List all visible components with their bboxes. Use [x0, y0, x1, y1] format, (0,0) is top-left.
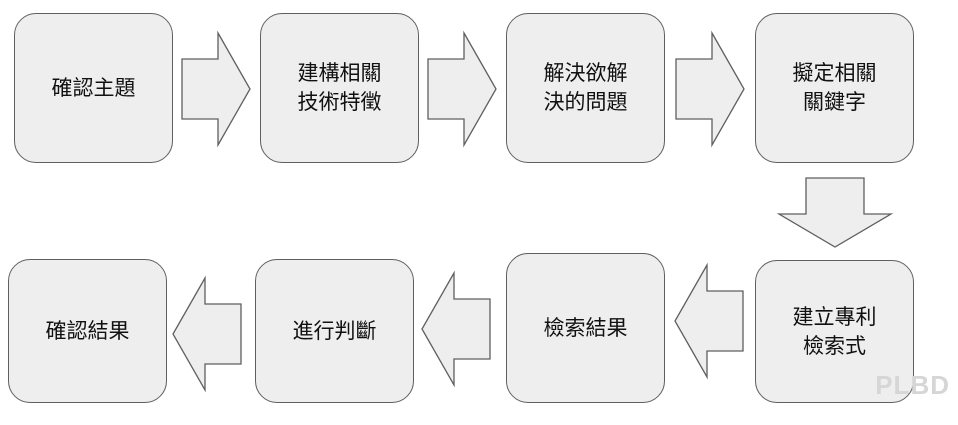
step-make-judgement: 進行判斷 — [255, 259, 414, 403]
right-arrow-icon — [427, 30, 497, 148]
step-define-keywords: 擬定相關 關鍵字 — [755, 13, 914, 163]
right-arrow-icon — [675, 30, 745, 148]
step-confirm-results: 確認結果 — [8, 259, 167, 403]
step-build-technical-features: 建構相關 技術特徵 — [260, 13, 419, 163]
left-arrow-icon — [674, 262, 744, 380]
step-label-line: 技術特徵 — [297, 90, 382, 114]
step-label-line: 檢索結果 — [543, 315, 628, 340]
step-label-line: 關鍵字 — [803, 90, 866, 114]
step-label-line: 擬定相關 — [792, 61, 877, 85]
step-label-line: 確認結果 — [45, 318, 130, 343]
step-confirm-topic: 確認主題 — [14, 13, 173, 163]
step-label-line: 進行判斷 — [292, 318, 377, 343]
step-search-results: 檢索結果 — [506, 253, 665, 403]
step-label-line: 建構相關 — [297, 61, 382, 85]
step-label-line: 確認主題 — [51, 75, 136, 100]
left-arrow-icon — [172, 275, 242, 393]
step-build-search-query: 建立專利 檢索式 — [755, 260, 914, 403]
step-label-line: 決的問題 — [543, 90, 628, 114]
left-arrow-icon — [421, 270, 491, 388]
step-problem-to-solve: 解決欲解 決的問題 — [506, 13, 665, 163]
step-label-line: 建立專利 — [792, 304, 877, 329]
right-arrow-icon — [181, 30, 251, 148]
watermark-logo: PLBD — [875, 370, 950, 400]
step-label-line: 解決欲解 — [543, 61, 628, 85]
step-label-line: 檢索式 — [803, 333, 866, 358]
down-arrow-icon — [776, 177, 894, 248]
